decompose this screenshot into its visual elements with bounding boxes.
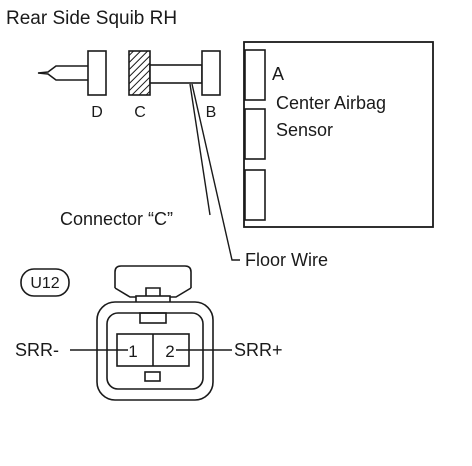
connector-d (87, 50, 107, 96)
sensor-connector-a-label: A (272, 64, 284, 84)
pin-2: 2 (165, 342, 174, 361)
diagram-title: Rear Side Squib RH (6, 8, 177, 29)
connector-code-badge (20, 268, 70, 297)
floor-wire-leader (191, 83, 240, 261)
connector-face (96, 265, 214, 401)
connector-code: U12 (30, 275, 59, 292)
squib-plug (37, 65, 88, 81)
sensor-name-line-2: Sensor (276, 120, 333, 140)
floor-wire-callout: Floor Wire (245, 250, 328, 270)
connector-d-label: D (91, 104, 103, 121)
sensor-connector-slot-2 (244, 108, 266, 160)
center-airbag-sensor (243, 41, 434, 228)
srr-minus-label: SRR- (15, 340, 59, 360)
connector-c-label: C (134, 104, 146, 121)
sensor-connector-a (244, 49, 266, 101)
srr-plus-label: SRR+ (234, 340, 283, 360)
sensor-name-line-1: Center Airbag (276, 93, 386, 113)
sensor-connector-slot-3 (244, 169, 266, 221)
harness-segment (149, 64, 203, 84)
connector-c-leader (189, 83, 211, 216)
connector-b (201, 50, 221, 96)
connector-b-label: B (206, 104, 217, 121)
pin-1: 1 (128, 342, 137, 361)
connector-c (128, 50, 151, 96)
connector-c-callout: Connector “C” (60, 209, 173, 229)
